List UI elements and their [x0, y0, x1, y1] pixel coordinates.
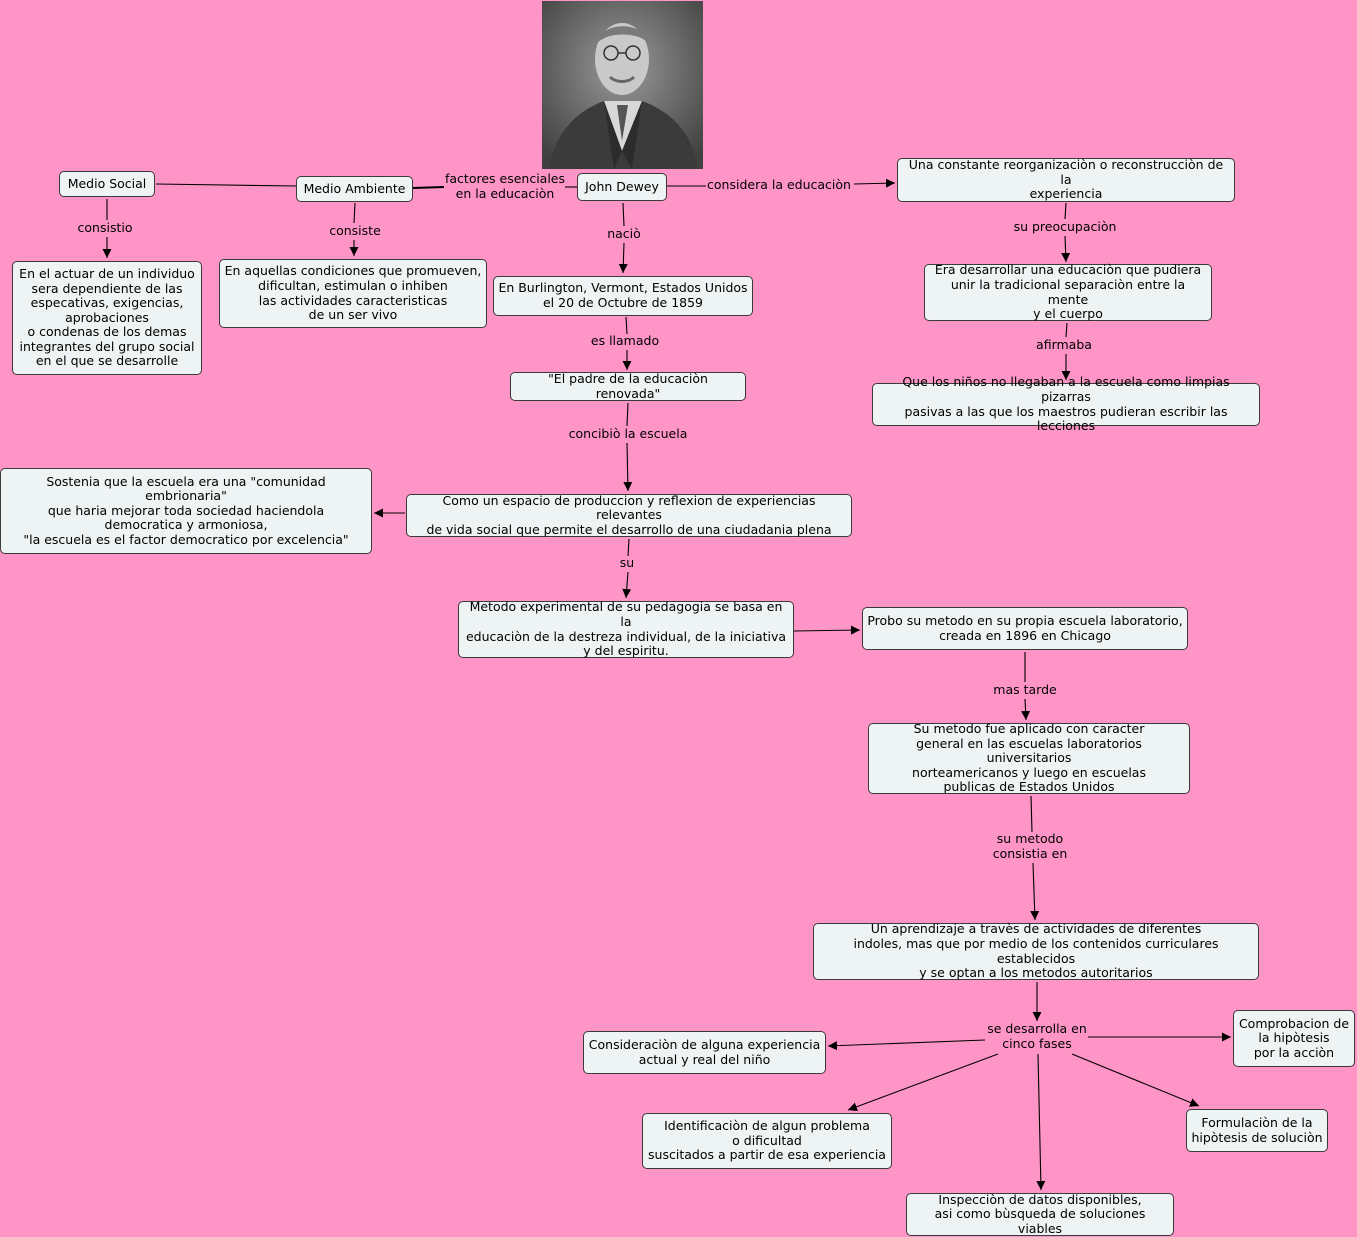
- node-identificacion[interactable]: Identificaciòn de algun problema o dific…: [642, 1113, 892, 1169]
- label-afirmaba: afirmaba: [1036, 338, 1092, 353]
- node-comprobacion[interactable]: Comprobacion de la hipòtesis por la acci…: [1233, 1010, 1355, 1067]
- label-mas-tarde: mas tarde: [993, 683, 1056, 698]
- link-fases-identificacion: [848, 1054, 998, 1110]
- node-inspeccion[interactable]: Inspecciòn de datos disponibles, asi com…: [906, 1193, 1174, 1236]
- node-era-desarrollar[interactable]: Era desarrollar una educaciòn que pudier…: [924, 264, 1212, 321]
- node-padre[interactable]: "El padre de la educaciòn renovada": [510, 372, 746, 401]
- link-dewey-nacio: [623, 203, 624, 226]
- link-mastarde-aplicado: [1025, 699, 1026, 720]
- node-espacio[interactable]: Como un espacio de produccion y reflexio…: [406, 494, 852, 537]
- link-factores-medio-ambiente: [413, 187, 444, 188]
- link-su-metodo: [626, 572, 628, 598]
- john-dewey-portrait: [542, 1, 703, 169]
- label-preocupacion: su preocupaciòn: [1014, 220, 1117, 235]
- link-padre-concibio: [627, 403, 628, 426]
- node-consideracion[interactable]: Consideraciòn de alguna experiencia actu…: [583, 1031, 826, 1074]
- link-metodo-probo: [794, 630, 860, 631]
- link-burlington-llamado: [626, 317, 627, 334]
- node-medio-social[interactable]: Medio Social: [59, 171, 155, 197]
- link-ambiente-social: [156, 184, 296, 186]
- node-metodo[interactable]: Metodo experimental de su pedagogia se b…: [458, 601, 794, 658]
- node-medio-ambiente[interactable]: Medio Ambiente: [296, 176, 413, 202]
- link-aplicado-consistia: [1031, 796, 1032, 832]
- label-metodo-consistia: su metodo consistia en: [993, 832, 1068, 861]
- link-nacio-burlington: [623, 243, 624, 273]
- node-constante[interactable]: Una constante reorganizaciòn o reconstru…: [897, 158, 1235, 202]
- node-burlington[interactable]: En Burlington, Vermont, Estados Unidos e…: [493, 276, 753, 316]
- node-aplicado[interactable]: Su metodo fue aplicado con caracter gene…: [868, 723, 1190, 794]
- label-nacio: naciò: [607, 227, 641, 242]
- node-aprendizaje[interactable]: Un aprendizaje a travès de actividades d…: [813, 923, 1259, 980]
- link-fases-formulacion: [1072, 1054, 1199, 1106]
- link-considera-constante: [854, 183, 895, 184]
- label-llamado: es llamado: [591, 334, 659, 349]
- node-formulacion[interactable]: Formulaciòn de la hipòtesis de soluciòn: [1186, 1109, 1328, 1152]
- link-ambiente-consiste: [354, 203, 355, 223]
- link-fases-consideracion: [828, 1040, 985, 1046]
- link-espacio-su: [628, 539, 629, 556]
- link-concibio-espacio: [627, 443, 628, 491]
- node-probo[interactable]: Probo su metodo en su propia escuela lab…: [862, 607, 1188, 650]
- label-consiste: consiste: [329, 224, 381, 239]
- label-considera: considera la educaciòn: [707, 178, 851, 193]
- node-john-dewey[interactable]: John Dewey: [577, 173, 667, 201]
- node-medio-social-def[interactable]: En el actuar de un individuo sera depend…: [12, 261, 202, 375]
- label-su: su: [620, 556, 634, 571]
- label-consistio: consistio: [78, 221, 133, 236]
- label-concibio: concibiò la escuela: [569, 427, 688, 442]
- label-fases: se desarrolla en cinco fases: [987, 1022, 1087, 1051]
- node-sostenia[interactable]: Sostenia que la escuela era una "comunid…: [0, 468, 372, 554]
- link-constante-preocupacion: [1065, 203, 1066, 219]
- link-consistia-aprendizaje: [1033, 863, 1035, 920]
- label-factores: factores esenciales en la educaciòn: [445, 172, 565, 201]
- node-medio-ambiente-def[interactable]: En aquellas condiciones que promueven, d…: [219, 259, 487, 328]
- link-fases-inspeccion: [1038, 1054, 1041, 1190]
- link-preocupacion-era: [1065, 236, 1066, 262]
- node-ninos[interactable]: Que los niños no llegaban a la escuela c…: [872, 383, 1260, 426]
- link-era-afirmaba: [1066, 323, 1067, 337]
